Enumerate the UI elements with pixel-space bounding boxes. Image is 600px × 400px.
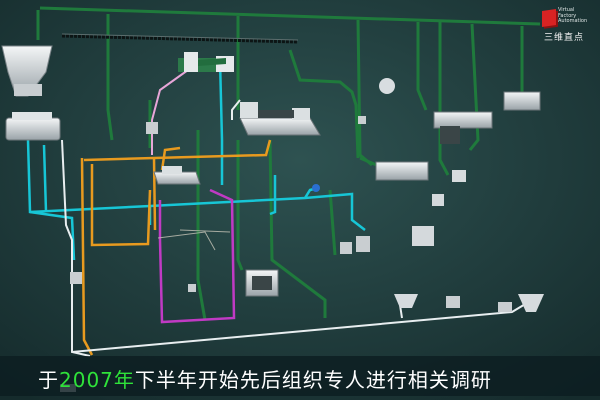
tagline-line2: Factory (558, 12, 577, 19)
guide-lines (157, 229, 231, 251)
tagline-line1: Virtual (558, 7, 575, 13)
brand-tagline: Virtual Factory Automation (558, 7, 588, 25)
mill-center (245, 269, 279, 297)
screen-separator-top (178, 52, 234, 72)
subtitle-rest: 下半年开始先后组织专人进行相关调研 (134, 368, 492, 392)
top-conveyor (61, 33, 299, 44)
magenta-pipe-network (158, 188, 236, 324)
brand-cube-icon (542, 9, 556, 27)
pink-pipe (151, 69, 189, 155)
subtitle-bar: 于2007年下半年开始先后组织专人进行相关调研 (0, 356, 600, 396)
right-machine-cluster (340, 78, 541, 254)
sifter-machine-center (239, 102, 321, 136)
sifter-machine-left (153, 166, 201, 185)
feed-hopper (1, 45, 61, 141)
tagline-line3: Automation (558, 18, 588, 24)
subtitle-highlight: 2007年 (59, 368, 135, 392)
bottom-hoppers (394, 294, 544, 312)
brand-name: 三维直点 (544, 33, 585, 43)
brand-logo: Virtual Factory Automation 三维直点 (542, 7, 594, 43)
subtitle-prefix: 于 (38, 368, 59, 392)
subtitle-text: 于2007年下半年开始先后组织专人进行相关调研 (38, 364, 492, 393)
